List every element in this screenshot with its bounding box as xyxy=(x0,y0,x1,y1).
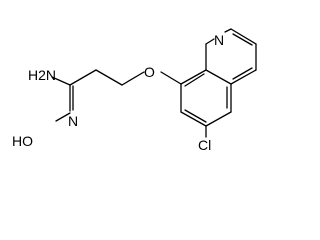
bond-ring1-e xyxy=(205,69,232,85)
oxime-label: HO xyxy=(12,133,33,149)
bond-c-c1 xyxy=(69,69,97,86)
bond-ring2-b-double xyxy=(232,33,253,46)
bond-ring2-n1 xyxy=(205,38,215,45)
bond-ring2-n2 xyxy=(224,28,232,33)
ether-oxygen-label: O xyxy=(144,64,155,80)
chlorine-label: Cl xyxy=(198,137,211,152)
ring-nitrogen-label: N xyxy=(214,32,224,48)
bond-ring1-b-double xyxy=(184,109,207,123)
bond-o-aryl xyxy=(160,71,182,85)
bond-ring1-c xyxy=(205,111,232,127)
bond-ring1-f xyxy=(180,69,207,85)
bond-ring2-d-double xyxy=(232,67,253,80)
bond-c-n-amine xyxy=(51,76,71,86)
bond-lines xyxy=(51,28,257,138)
imine-nitrogen-label: N xyxy=(68,113,78,129)
bond-ring1-b xyxy=(180,111,207,127)
bond-c-c2 xyxy=(95,69,123,86)
bond-n-o xyxy=(55,112,71,122)
bond-ring2-d xyxy=(230,69,257,85)
bond-c-o xyxy=(121,71,145,86)
molecule-canvas: H2N O N N HO Cl xyxy=(12,28,257,152)
bond-ring2-b xyxy=(230,28,257,45)
chemical-structure-diagram: H2N O N N HO Cl xyxy=(12,28,257,152)
bond-ring1-f-double xyxy=(184,73,205,87)
amine-label: H2N xyxy=(28,67,56,83)
